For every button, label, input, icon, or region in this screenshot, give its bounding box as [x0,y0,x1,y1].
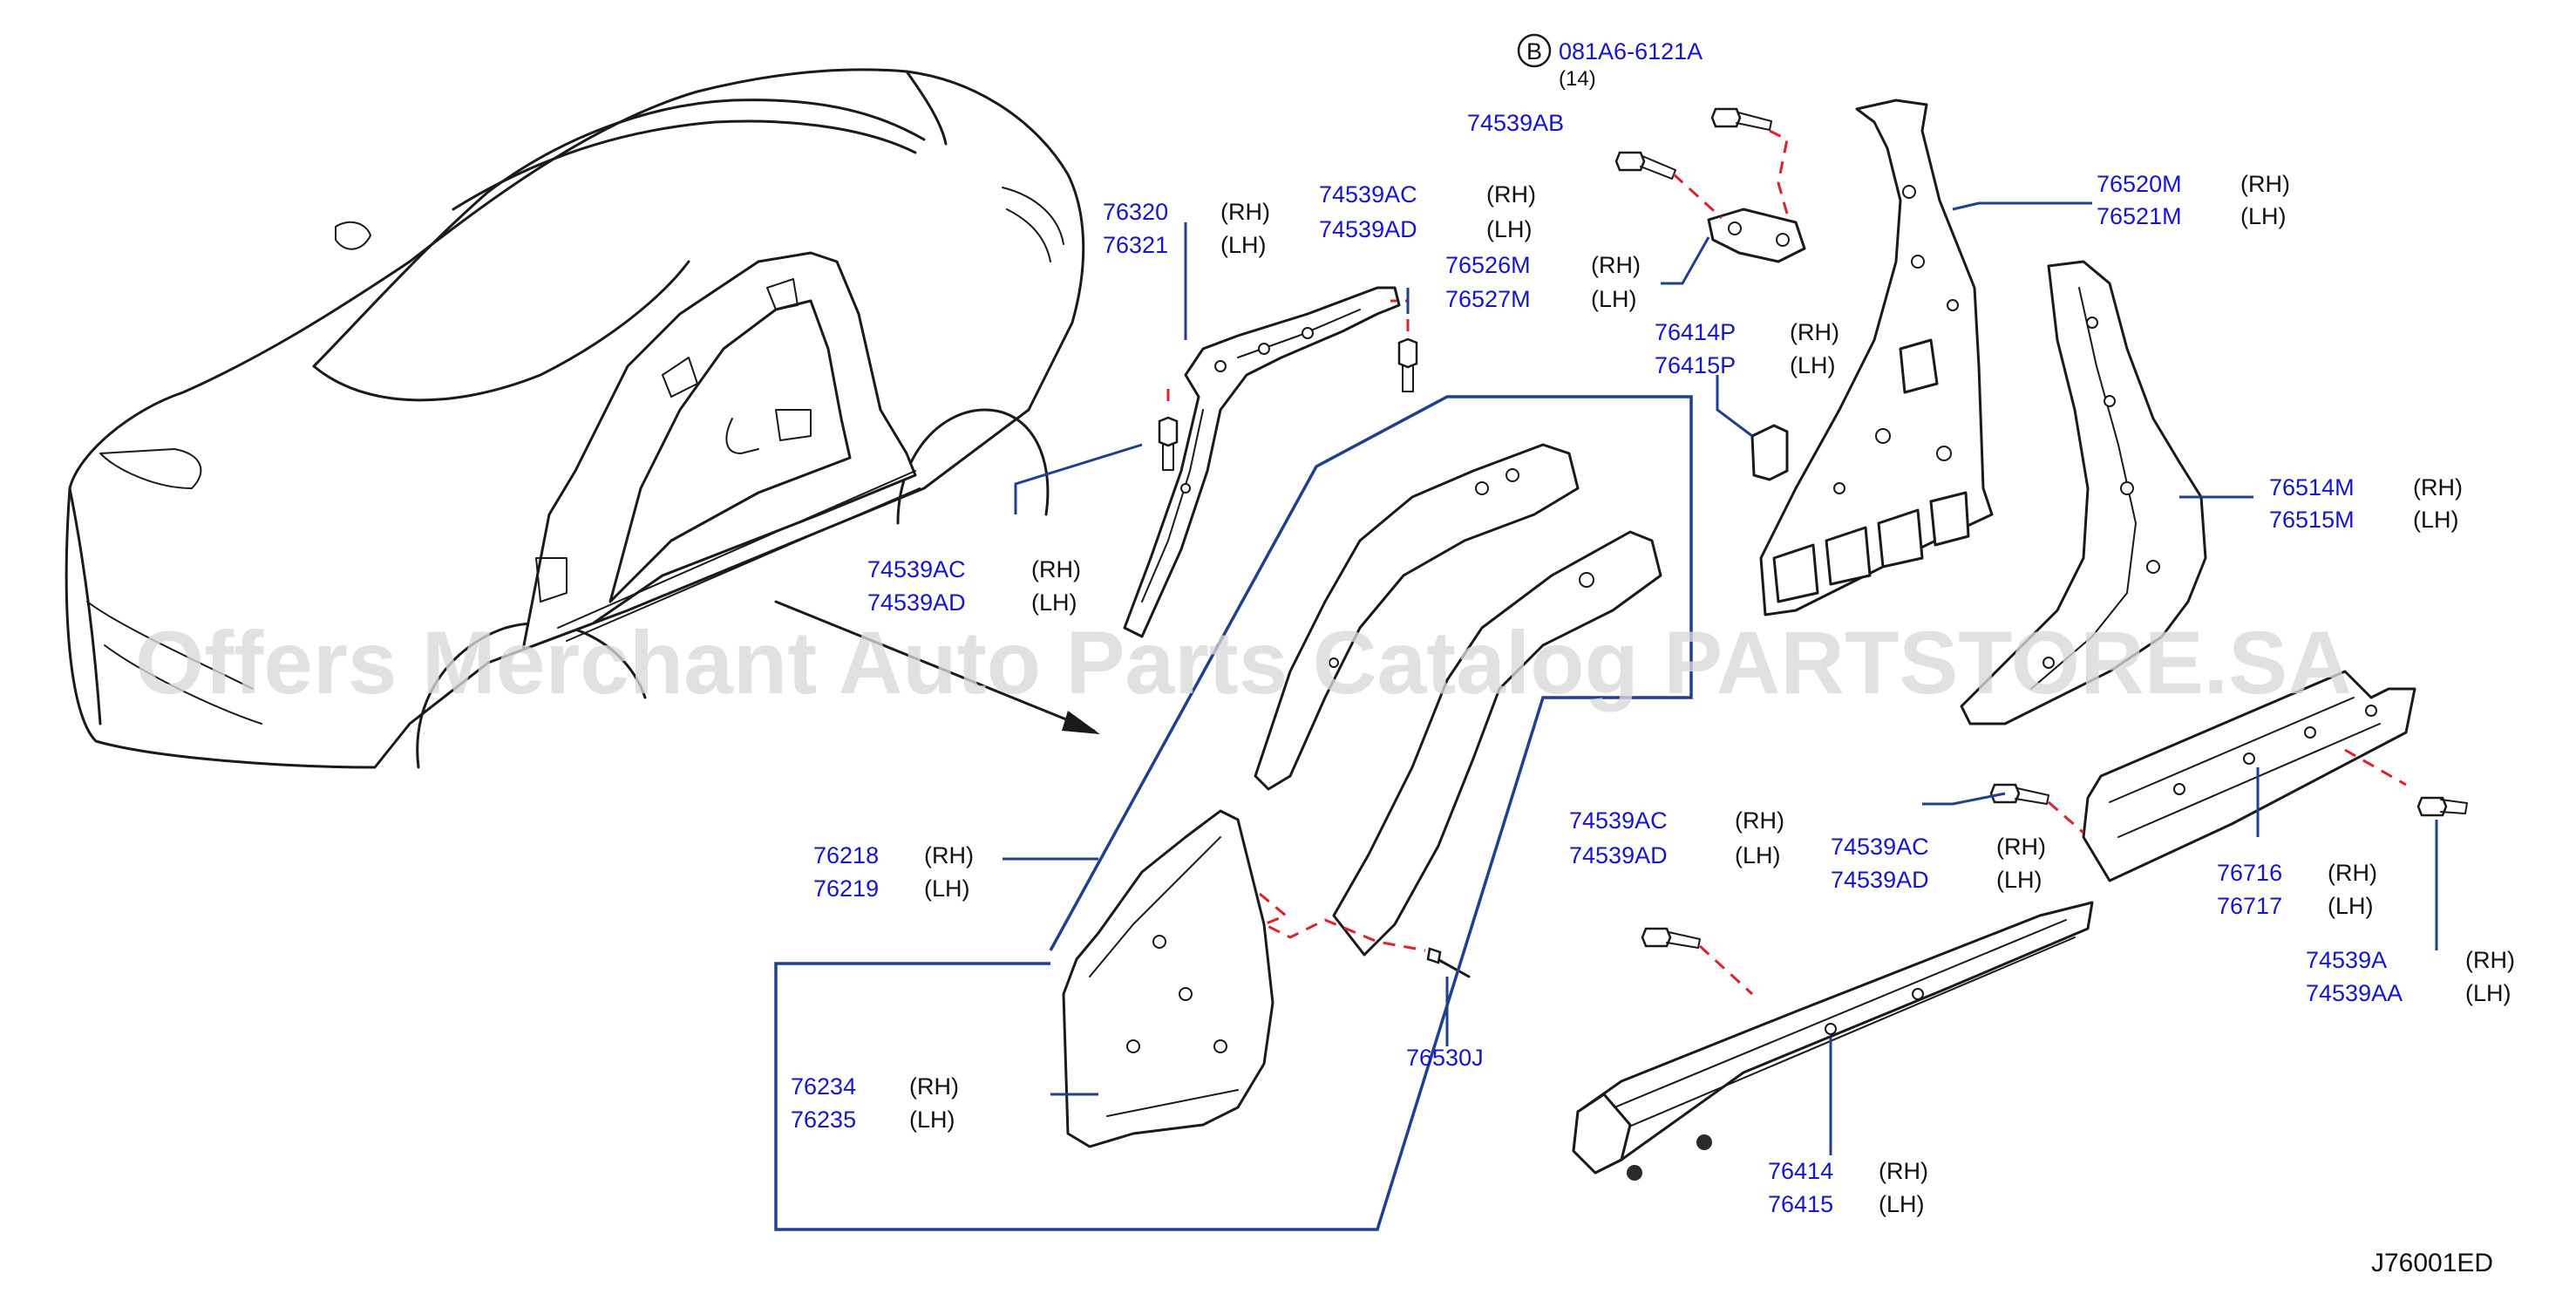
callout-side: (RH) [1879,1158,1928,1184]
callout-part-number: 74539AA [2306,980,2403,1006]
callout-side: (RH) [1735,807,1784,834]
callout-side: (LH) [2240,203,2287,229]
circle-marker-letter: B [1526,38,1542,65]
callout-part-number: 76521M [2097,203,2182,229]
callout-part-number: 74539AB [1467,110,1564,136]
callout-side: (RH) [2465,947,2515,973]
callout-side: (LH) [909,1107,955,1133]
callout-part-number: 74539AD [867,589,966,616]
callout-side: (LH) [1879,1191,1925,1217]
callout-part-number: 74539AC [1831,834,1929,860]
callout-part-number: 74539AD [1831,867,1929,893]
callout-side: (RH) [2413,474,2463,501]
callout-part-number: 76415 [1768,1191,1833,1217]
leader-lines [1003,201,2438,1155]
callout-side: (RH) [909,1073,959,1100]
callout-part-number: 76415P [1655,352,1736,378]
callout-part-number: 76219 [813,875,879,902]
circle-marker-b [1517,33,1552,68]
callout-part-number: 76514M [2269,474,2355,501]
callout-part-number: 76234 [791,1073,856,1100]
bolt-icons [1158,107,2468,949]
callout-part-number: 76526M [1445,252,1531,278]
callout-side: (RH) [2328,860,2377,886]
callout-part-number: 76414P [1655,319,1736,345]
callout-part-number: 76414 [1768,1158,1833,1184]
callout-part-number: 76520M [2097,171,2182,197]
callout-part-number: 76527M [1445,286,1531,312]
callout-part-number: 76320 [1103,199,1168,225]
center-pillar-outer-part [1759,99,1994,616]
callout-part-number: 76515M [2269,507,2355,533]
callout-side: (RH) [1486,181,1536,208]
callout-part-number: 74539AC [1319,181,1417,208]
callout-side: (LH) [924,875,970,902]
callout-part-number: 76321 [1103,232,1168,258]
callout-part-number: 74539AC [867,556,966,582]
callout-side: (RH) [1591,252,1641,278]
callout-side: (LH) [1735,842,1781,868]
callout-side: (RH) [1996,834,2046,860]
callout-side: (RH) [1790,319,1839,345]
callout-side: (LH) [1486,216,1533,242]
callout-side: (LH) [1591,286,1637,312]
sill-clip-part [1750,424,1789,481]
callout-part-number: 74539A [2306,947,2387,973]
callout-part-number: 74539AC [1569,807,1668,834]
callout-side: (LH) [1220,232,1267,258]
callout-part-number: 74539AD [1319,216,1417,242]
rear-sill-part [2082,670,2416,882]
center-pillar-inner-part [1960,260,2207,725]
callout-side: (RH) [2240,171,2290,197]
callout-labels: B 081A6-6121A (14) 74539AB 76320 (RH) 76… [791,33,2515,1277]
front-pillar-lower-part [1062,809,1274,1148]
callout-side: (LH) [1996,867,2042,893]
callout-side: (LH) [2465,980,2511,1006]
callout-part-number: 76530J [1406,1045,1484,1071]
callout-side: (LH) [2328,893,2374,919]
assembly-dash-lines [1166,129,2407,996]
callout-part-number: 76716 [2217,860,2282,886]
hinge-bracket-part [1707,208,1806,263]
callout-quantity: (14) [1559,67,1596,91]
callout-part-number: 76235 [791,1107,856,1133]
front-pillar-inner-upper-part [1254,443,1580,791]
callout-side: (LH) [2413,507,2459,533]
callout-side: (LH) [1031,589,1077,616]
callout-side: (RH) [1031,556,1081,582]
inset-frame [774,395,1693,1231]
car-outline-illustration [65,68,1100,769]
callout-side: (RH) [924,842,974,868]
front-pillar-outer-part [1123,286,1401,638]
callout-side: (LH) [1790,352,1836,378]
callout-part-number: 76717 [2217,893,2282,919]
diagram-code: J76001ED [2371,1249,2493,1277]
grommet-part [1426,947,1471,978]
callout-part-number: 081A6-6121A [1559,38,1703,65]
watermark-text: Offers Merchant Auto Parts Catalog PARTS… [135,613,2352,712]
callout-part-number: 76218 [813,842,879,868]
callout-part-number: 74539AD [1569,842,1668,868]
side-sill-part [1572,901,2094,1181]
front-pillar-inner-lower-part [1332,530,1662,957]
callout-side: (RH) [1220,199,1270,225]
